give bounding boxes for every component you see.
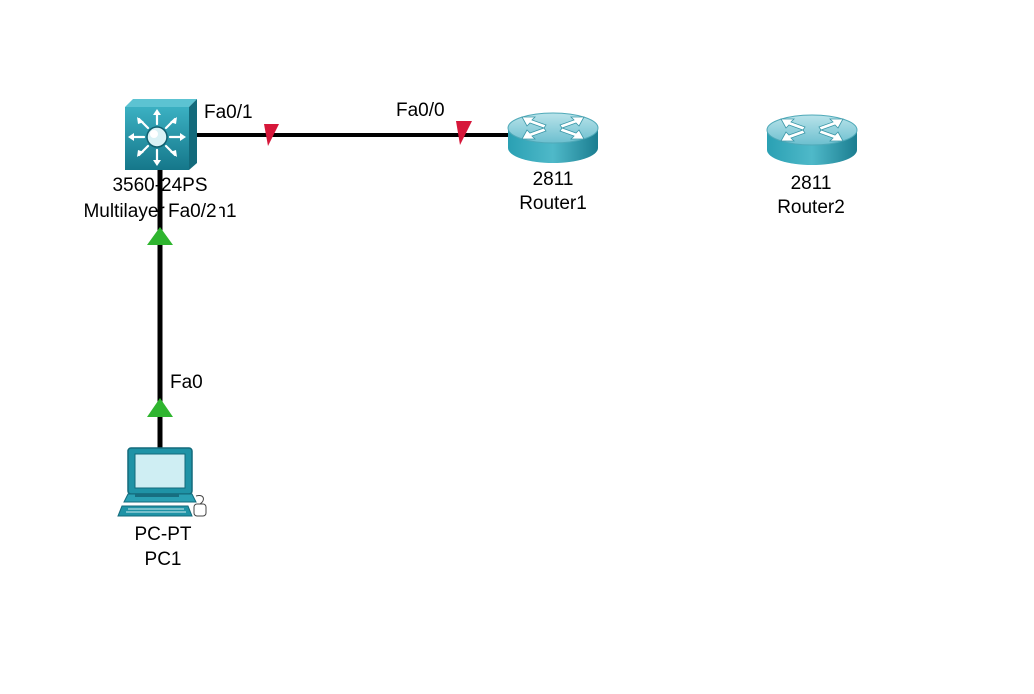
- router-icon[interactable]: [766, 114, 858, 165]
- multilayer-switch-icon[interactable]: [125, 99, 197, 170]
- switch-model-label: 3560-24PS: [112, 175, 208, 196]
- pc-icon[interactable]: [117, 447, 207, 517]
- port-label: Fa0/2: [166, 201, 219, 223]
- switch-name-label: Multilayer Switch1: [83, 201, 237, 222]
- link-up-marker: [147, 398, 173, 417]
- link-down-marker: [264, 124, 279, 146]
- link-up-marker: [147, 227, 173, 245]
- link-down-marker: [456, 121, 472, 145]
- router1-model-label: 2811: [532, 169, 574, 190]
- port-label: Fa0: [168, 372, 205, 394]
- pc1-model-label: PC-PT: [134, 524, 192, 545]
- router1-name-label: Router1: [519, 193, 587, 214]
- router2-name-label: Router2: [777, 197, 845, 218]
- pc1-name-label: PC1: [144, 549, 182, 570]
- router-icon[interactable]: [507, 112, 599, 163]
- port-label: Fa0/0: [394, 100, 447, 122]
- port-label: Fa0/1: [202, 102, 255, 124]
- router2-model-label: 2811: [790, 173, 832, 194]
